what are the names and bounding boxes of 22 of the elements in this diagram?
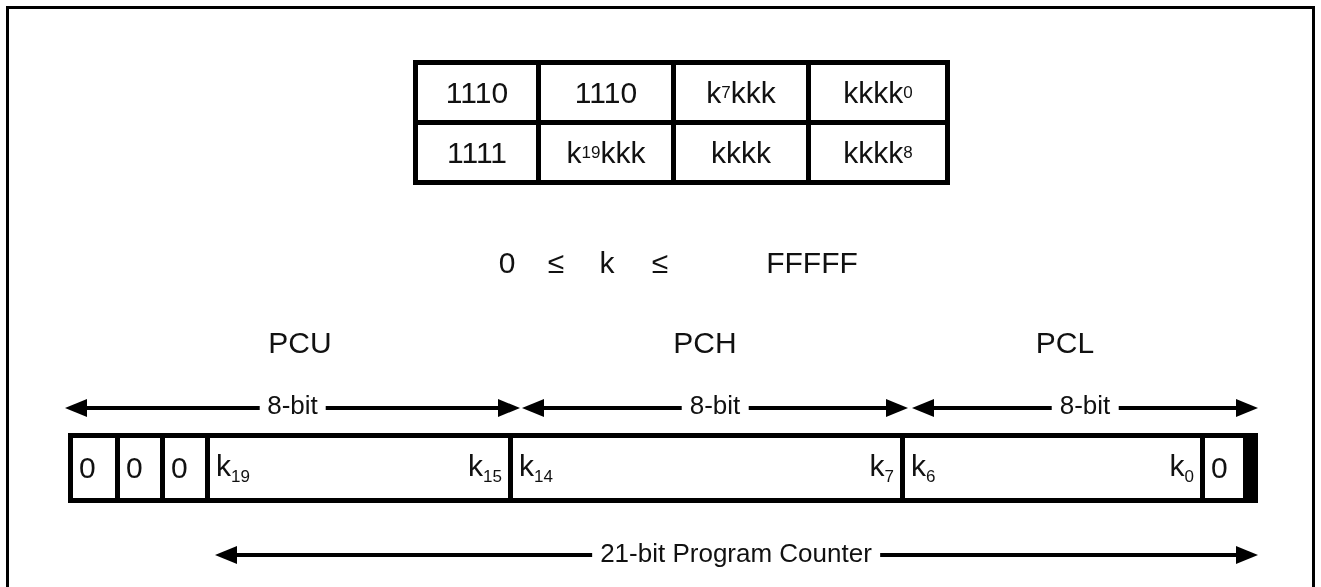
bit-label: 0	[1211, 451, 1228, 485]
bit-label: k$_{14}$	[519, 449, 553, 487]
table-cell: 1110	[418, 65, 536, 120]
bit-label: k$_{15}$	[468, 449, 502, 487]
table-cell: 1111	[418, 125, 536, 180]
bit-label: k$_{0}$	[1169, 449, 1194, 487]
inequality-text: FFFFF	[766, 246, 858, 281]
register-name: PCU	[268, 326, 332, 361]
bit-label: k$_{7}$	[869, 449, 894, 487]
inequality-text: 0	[498, 246, 516, 281]
bit-label: 0	[171, 451, 188, 485]
bit-label: 0	[126, 451, 143, 485]
register-name: PCH	[673, 326, 737, 361]
inequality-text: k	[599, 246, 615, 281]
inequality-text: ≤	[651, 246, 669, 281]
table-cell: kkkk	[676, 125, 806, 180]
table-cell: 1110	[541, 65, 671, 120]
register-name: PCL	[1035, 326, 1095, 361]
inequality-text: ≤	[547, 246, 565, 281]
bit-label: k$_{19}$	[216, 449, 250, 487]
bit-label: 0	[79, 451, 96, 485]
bit-label: k$_{6}$	[911, 449, 936, 487]
